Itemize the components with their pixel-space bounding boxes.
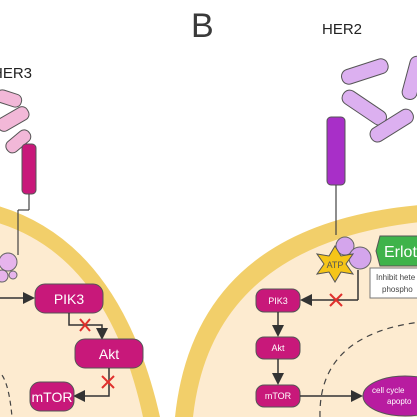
right-mtor-label: mTOR xyxy=(265,391,292,401)
her3-domain-1 xyxy=(0,89,23,108)
erlotinib-box xyxy=(375,235,417,267)
right-akt-label: Akt xyxy=(271,343,285,353)
inhibit-note-line-2: phospho xyxy=(382,285,413,294)
left-inhibit-mark-2 xyxy=(101,375,115,389)
her2-domain-2 xyxy=(401,55,417,100)
inhibit-note: Inhibit hete phospho xyxy=(369,267,417,299)
her3-kinase-bead-1 xyxy=(0,252,18,272)
her3-receptor xyxy=(0,89,37,283)
atp-star-shape xyxy=(315,245,355,283)
left-mtor-label: mTOR xyxy=(32,389,73,405)
her2-label: HER2 xyxy=(322,21,362,38)
left-pik3-label: PIK3 xyxy=(54,291,85,307)
her3-domain-2 xyxy=(0,106,30,132)
atp-label: ATP xyxy=(327,260,344,270)
her3-label: HER3 xyxy=(0,65,32,82)
her2-transmembrane-domain xyxy=(326,116,346,186)
right-nucleus-edge xyxy=(319,321,417,417)
her3-kinase-bead-3 xyxy=(8,270,18,280)
right-inhibit-mark xyxy=(329,293,343,307)
inhibit-note-box xyxy=(369,267,417,299)
left-nucleus-edge xyxy=(0,372,13,417)
left-akt-label: Akt xyxy=(99,346,119,362)
left-cell-cytoplasm xyxy=(0,223,143,417)
her2-domain-3 xyxy=(341,89,387,126)
outcome-ellipse xyxy=(362,375,417,417)
outcome-line-2: apopto xyxy=(387,397,412,406)
panel-letter-b: B xyxy=(191,7,214,45)
erlotinib-drug: Erlot xyxy=(375,235,417,267)
erlotinib-label: Erlot xyxy=(384,244,417,261)
her3-transmembrane-domain xyxy=(21,143,37,195)
her2-domain-4 xyxy=(369,108,414,143)
left-akt-to-mtor-arrow xyxy=(73,368,110,402)
her3-kinase-bead-2 xyxy=(0,269,9,283)
atp-star: ATP xyxy=(315,245,355,283)
left-pathway: PIK3 Akt mTOR xyxy=(0,283,144,412)
right-pathway: PIK3 Akt mTOR cell cycle apopto xyxy=(255,270,417,417)
outcome-line-1: cell cycle xyxy=(372,386,405,395)
her2-receptor xyxy=(326,55,417,270)
left-inhibit-mark-1 xyxy=(79,318,91,332)
inhibit-note-line-1: Inhibit hete xyxy=(376,273,416,282)
left-mtor-node xyxy=(29,381,75,412)
her2-domain-1 xyxy=(341,58,389,85)
right-pik3-label: PIK3 xyxy=(268,296,288,306)
her2-kinase-bead-2 xyxy=(348,246,372,270)
